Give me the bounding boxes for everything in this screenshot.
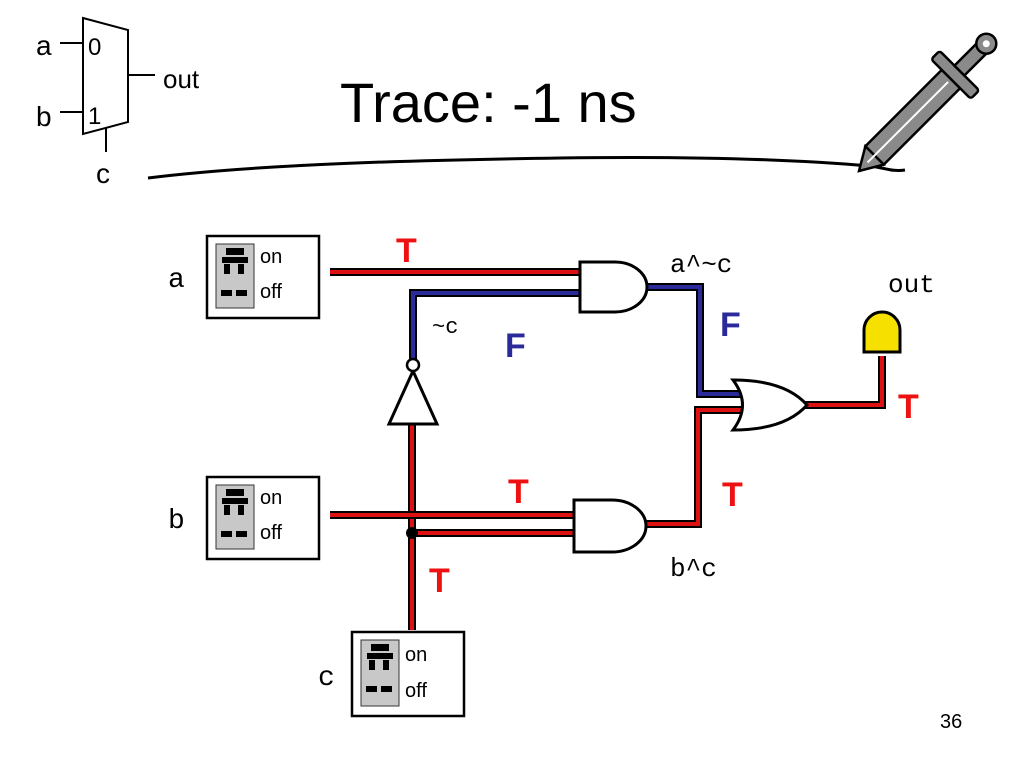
mux-input-a-label: a: [36, 30, 52, 61]
switch-icon: [221, 248, 248, 296]
switch-off-label: off: [260, 281, 282, 303]
mux-input-b-label: b: [36, 101, 52, 132]
switch-icon: [366, 644, 393, 692]
mux-output-label: out: [163, 64, 200, 94]
switch-off-label: off: [260, 522, 282, 544]
wire-b-and-c: [646, 406, 745, 528]
page-title: Trace: -1 ns: [340, 71, 637, 134]
page-number: 36: [940, 711, 962, 733]
value-c-wire: T: [429, 562, 450, 600]
junction-dot: [406, 527, 418, 539]
and-gate-top: [578, 260, 649, 314]
value-b-wire: T: [508, 473, 529, 511]
value-and-top-out: F: [720, 306, 741, 344]
net-label-out: out: [888, 270, 935, 300]
value-not-c-wire: F: [505, 327, 526, 365]
mux-select-label: c: [96, 158, 110, 189]
output-led: [862, 310, 902, 354]
input-c-label: c: [318, 663, 335, 694]
value-a-wire: T: [396, 232, 417, 270]
value-or-out: T: [898, 388, 919, 426]
net-label-not-c: ~c: [432, 315, 458, 340]
not-gate: [386, 357, 440, 426]
switch-off-label: off: [405, 680, 427, 702]
mux-port0-label: 0: [88, 34, 101, 61]
switch-on-label: on: [260, 487, 282, 509]
wire-not-c: [409, 289, 580, 360]
switch-b[interactable]: on off: [205, 475, 321, 561]
mux-body: [82, 16, 129, 136]
switch-icon: [221, 489, 248, 537]
input-a-label: a: [168, 265, 185, 296]
switch-a[interactable]: on off: [205, 234, 321, 320]
sword-icon: [857, 32, 998, 173]
value-and-bottom-out: T: [722, 476, 743, 514]
mux-port1-label: 1: [88, 103, 101, 130]
net-label-b-and-c: b^c: [670, 554, 717, 584]
or-gate: [729, 378, 809, 432]
wire-a-and-not-c: [646, 283, 745, 398]
switch-c[interactable]: on off: [350, 630, 466, 718]
input-b-label: b: [168, 506, 185, 537]
wire-out: [805, 356, 886, 409]
and-gate-bottom: [572, 498, 648, 554]
switch-on-label: on: [405, 644, 427, 666]
switch-on-label: on: [260, 246, 282, 268]
title-divider-line: [147, 155, 906, 180]
mux-diagram: a b 0 1 out c: [36, 16, 200, 189]
net-label-a-and-not-c: a^~c: [670, 250, 732, 280]
